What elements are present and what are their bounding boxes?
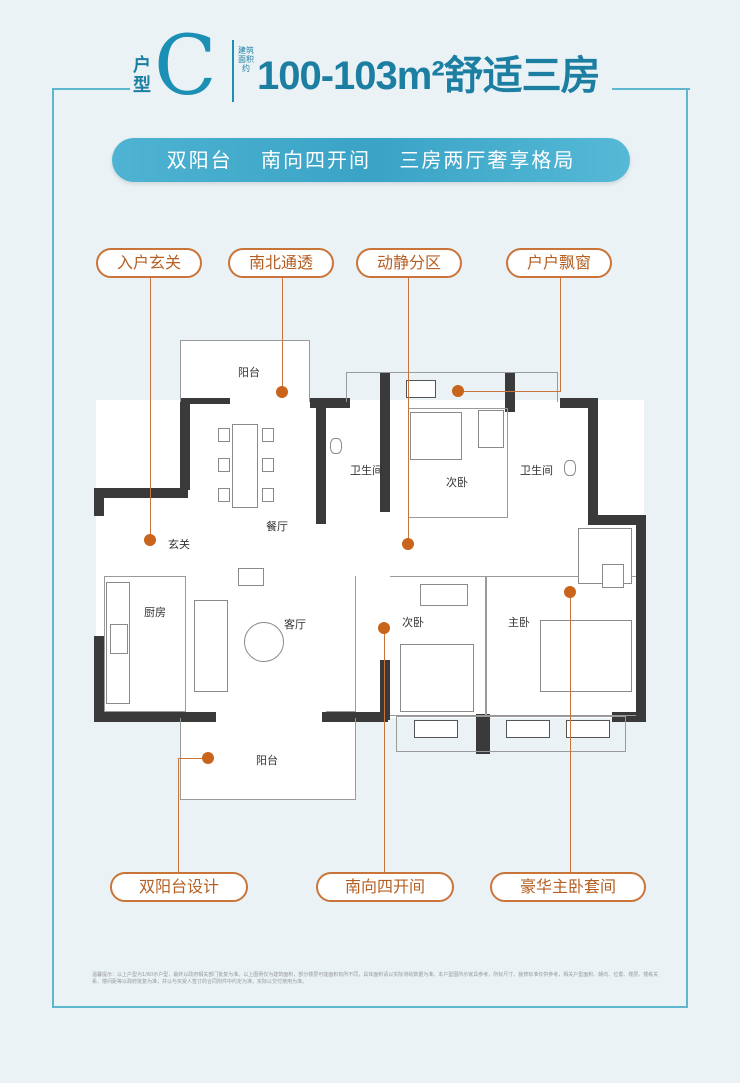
room-label-master: 主卧 <box>508 616 530 629</box>
callout-dot <box>276 386 288 398</box>
tag-entry-foyer: 入户玄关 <box>96 248 202 278</box>
area-label: 建筑面积约 <box>238 46 254 73</box>
callout-dot <box>378 622 390 634</box>
callout-dot <box>564 586 576 598</box>
wall <box>505 372 515 412</box>
room-label-dining: 餐厅 <box>266 520 288 533</box>
wall <box>322 712 388 722</box>
bay-window-outline <box>346 372 558 402</box>
coffee-table <box>244 622 284 662</box>
wall <box>380 372 390 512</box>
wall <box>180 398 230 404</box>
tag-south-four-bays: 南向四开间 <box>316 872 454 902</box>
callout-line <box>178 758 179 874</box>
page-title: 100-103m²舒适三房 <box>257 54 601 98</box>
callout-dot <box>402 538 414 550</box>
room-label-bath2: 卫生间 <box>520 464 553 477</box>
room-label-entry: 玄关 <box>168 538 190 551</box>
wall <box>476 714 490 754</box>
type-prefix: 户型 <box>133 55 151 96</box>
window <box>566 720 610 738</box>
wall <box>316 398 326 524</box>
tag-double-balcony: 双阳台设计 <box>110 872 248 902</box>
type-letter: C <box>154 19 217 114</box>
callout-line <box>178 758 208 759</box>
master-bed <box>540 620 632 692</box>
wall <box>94 712 168 722</box>
banner-item: 三房两厅奢享格局 <box>399 148 576 172</box>
dining-table <box>232 424 258 508</box>
wall <box>636 515 646 720</box>
chair <box>218 458 230 472</box>
sofa <box>194 600 228 692</box>
wall <box>310 398 350 408</box>
banner-item: 南向四开间 <box>261 148 371 172</box>
window <box>406 380 436 398</box>
callout-dot <box>452 385 464 397</box>
living-partition <box>326 576 356 712</box>
callout-line <box>458 391 560 392</box>
tag-master-suite: 豪华主卧套间 <box>490 872 646 902</box>
kitchen-outline <box>104 576 186 712</box>
wall <box>94 488 188 498</box>
room-label-north-balcony: 阳台 <box>238 366 260 379</box>
tag-north-south: 南北通透 <box>228 248 334 278</box>
toilet <box>564 460 576 476</box>
toilet <box>330 438 342 454</box>
callout-line <box>282 276 283 392</box>
chair <box>262 458 274 472</box>
south-balcony-outline <box>180 718 356 800</box>
callout-dot <box>144 534 156 546</box>
bed3-outline <box>390 576 486 716</box>
callout-line <box>150 276 151 540</box>
wall <box>168 712 216 722</box>
room-label-living: 客厅 <box>284 618 306 631</box>
chair <box>218 488 230 502</box>
desk <box>478 410 504 448</box>
frame-top-left <box>52 88 130 90</box>
wall <box>94 488 104 516</box>
bed <box>400 644 474 712</box>
north-balcony-area <box>180 340 310 402</box>
banner-item: 双阳台 <box>166 148 233 172</box>
disclaimer-text: 温馨提示：以上户型为1/60示户型，最终以政府相关部门批复为准。以上图例仅为建筑… <box>92 972 659 985</box>
wall <box>94 636 104 722</box>
callout-line <box>384 628 385 874</box>
master-outline <box>486 576 636 716</box>
wall <box>588 515 646 525</box>
south-bay-window-outline <box>396 716 626 752</box>
frame-top-right <box>612 88 690 90</box>
chair <box>262 488 274 502</box>
page-frame <box>52 88 688 1008</box>
tag-zoning: 动静分区 <box>356 248 462 278</box>
wall <box>588 398 598 518</box>
callout-line <box>408 276 409 542</box>
callout-dot <box>202 752 214 764</box>
armchair <box>238 568 264 586</box>
room-label-bath1: 卫生间 <box>350 464 383 477</box>
callout-line <box>560 276 561 392</box>
room-label-bed2: 次卧 <box>446 476 468 489</box>
chair <box>218 428 230 442</box>
stove <box>110 624 128 654</box>
bed <box>410 412 462 460</box>
wall <box>612 712 646 722</box>
feature-banner: 双阳台 南向四开间 三房两厅奢享格局 <box>112 138 630 182</box>
wardrobe <box>420 584 468 606</box>
room-label-bed3: 次卧 <box>402 616 424 629</box>
nightstand <box>602 564 624 588</box>
wall <box>560 398 596 408</box>
wall <box>180 400 190 490</box>
north-balcony-outline <box>180 340 310 402</box>
header-divider <box>232 40 234 102</box>
tag-bay-window: 户户飘窗 <box>506 248 612 278</box>
chair <box>262 428 274 442</box>
callout-line <box>570 592 571 874</box>
header: 户型 C 建筑面积约 100-103m²舒适三房 <box>0 0 740 120</box>
room-label-kitchen: 厨房 <box>144 606 166 619</box>
window <box>414 720 458 738</box>
room-label-south-balcony: 阳台 <box>256 754 278 767</box>
wall <box>380 660 390 720</box>
window <box>506 720 550 738</box>
